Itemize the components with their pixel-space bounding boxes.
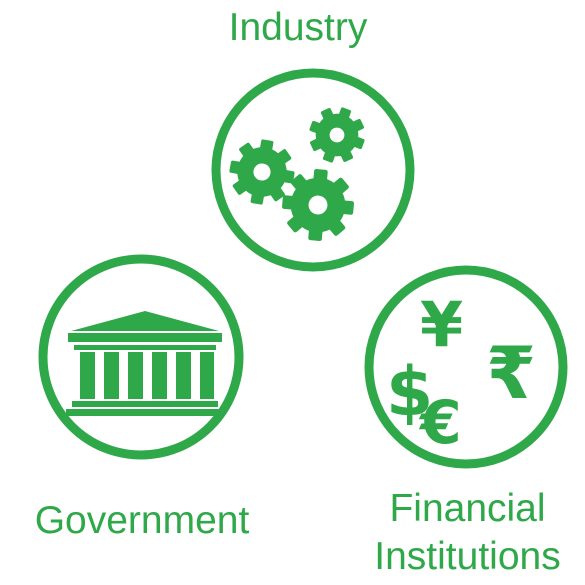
government-ring bbox=[38, 254, 244, 460]
government-building-icon bbox=[66, 311, 224, 416]
yen-symbol: ¥ bbox=[420, 288, 463, 361]
gears-icon bbox=[224, 99, 373, 244]
financial-label-line2: Institutions bbox=[374, 534, 561, 578]
financial-node: $ ¥ ₹ € bbox=[364, 265, 568, 469]
financial-institutions-label: Financial Institutions bbox=[350, 485, 585, 580]
government-label: Government bbox=[34, 499, 250, 542]
industry-label: Industry bbox=[228, 6, 368, 49]
dollar-symbol: $ bbox=[386, 353, 433, 432]
euro-symbol: € bbox=[418, 388, 462, 458]
government-node bbox=[38, 254, 244, 460]
financial-label-line1: Financial bbox=[389, 487, 546, 530]
industry-ring bbox=[211, 68, 415, 272]
currency-symbols-icon: $ ¥ ₹ € bbox=[386, 288, 536, 458]
rupee-symbol: ₹ bbox=[486, 331, 536, 415]
financial-ring bbox=[364, 265, 568, 469]
industry-node bbox=[211, 68, 415, 272]
